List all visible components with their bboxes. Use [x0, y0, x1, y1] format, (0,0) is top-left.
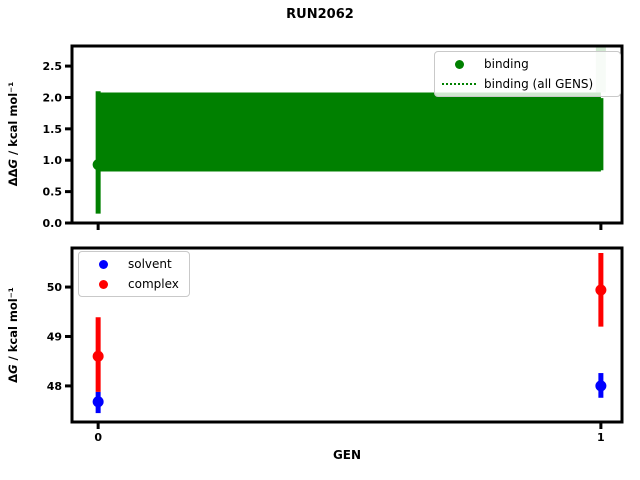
y-label-g: G — [6, 364, 20, 374]
binding-all-gens-band — [98, 92, 601, 172]
legend-label: binding (all GENS) — [484, 77, 594, 91]
legend-label: complex — [128, 277, 179, 291]
y-tick-label: 2.5 — [43, 60, 63, 73]
binding-marker — [92, 159, 104, 171]
complex-marker — [595, 284, 607, 296]
y-tick-label: 1.5 — [43, 123, 63, 136]
y-label-units: / kcal mol⁻¹ — [6, 287, 20, 365]
x-axis-label: GEN — [332, 448, 362, 462]
y-tick-label: 0.0 — [43, 217, 63, 230]
y-tick-label: 49 — [47, 330, 62, 343]
complex-dot-icon — [98, 279, 108, 289]
top-legend: binding binding (all GENS) — [434, 51, 621, 97]
y-label-g: G — [6, 159, 20, 169]
bottom-y-axis-label: ΔG / kcal mol⁻¹ — [6, 287, 20, 383]
legend-label: binding — [484, 57, 529, 71]
x-tick-label: 1 — [597, 431, 605, 444]
legend-sample — [441, 83, 477, 85]
solvent-marker — [92, 396, 104, 408]
y-tick-label: 0.5 — [43, 186, 63, 199]
solvent-dot-icon — [98, 259, 108, 269]
complex-marker — [92, 350, 104, 362]
dotted-line-icon — [442, 83, 476, 85]
legend-sample — [85, 259, 121, 269]
legend-item-binding: binding — [441, 54, 612, 74]
legend-item-complex: complex — [85, 274, 181, 294]
top-y-axis-label: ΔΔG / kcal mol⁻¹ — [6, 82, 20, 187]
y-label-delta: ΔΔ — [6, 168, 20, 187]
binding-dot-icon — [454, 59, 464, 69]
legend-sample — [441, 59, 477, 69]
legend-item-solvent: solvent — [85, 254, 181, 274]
x-tick-label: 0 — [94, 431, 102, 444]
legend-item-binding-all-gens: binding (all GENS) — [441, 74, 612, 94]
legend-sample — [85, 279, 121, 289]
y-label-units: / kcal mol⁻¹ — [6, 81, 20, 160]
y-tick-label: 2.0 — [43, 91, 63, 104]
solvent-marker — [595, 380, 607, 392]
y-tick-label: 1.0 — [43, 154, 63, 167]
bottom-legend: solvent complex — [78, 251, 190, 297]
figure-title: RUN2062 — [286, 7, 354, 22]
legend-label: solvent — [128, 257, 172, 271]
axes-frame — [70, 44, 624, 225]
y-label-delta: Δ — [6, 373, 20, 383]
y-tick-label: 48 — [47, 380, 62, 393]
y-tick-label: 50 — [47, 281, 63, 294]
